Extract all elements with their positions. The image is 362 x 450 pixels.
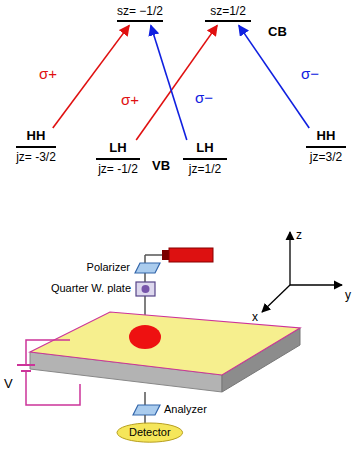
valence-level: LH jz= -1/2	[92, 140, 144, 176]
plate-mark	[142, 285, 150, 293]
battery-plate	[17, 364, 35, 366]
wire	[26, 371, 80, 405]
spin-label: jz= -1/2	[96, 162, 140, 176]
polarizer	[135, 263, 160, 273]
band-name: HH	[16, 128, 56, 144]
band-label: VB	[152, 158, 170, 174]
part-label: Quarter W. plate	[51, 282, 131, 295]
quarter-wave-plate	[136, 282, 155, 296]
conduction-level: sz=1/2	[201, 4, 255, 24]
spin-label: jz=1/2	[183, 162, 227, 176]
laser-cap	[162, 250, 169, 260]
valence-level: HH jz=3/2	[302, 128, 350, 164]
axis	[289, 232, 290, 285]
valence-level: HH jz= -3/2	[12, 128, 60, 164]
detector-label: Detector	[129, 426, 171, 439]
beam-line	[145, 254, 162, 256]
laser-spot	[129, 325, 161, 349]
band-name: LH	[96, 140, 140, 156]
energy-level-line	[205, 20, 251, 22]
conduction-level: sz= −1/2	[113, 4, 167, 24]
energy-level-line	[96, 158, 140, 160]
detector: Detector	[117, 423, 183, 442]
part-label: Polarizer	[87, 261, 130, 274]
voltage-label: V	[4, 376, 13, 392]
spin-label: sz=1/2	[205, 4, 251, 18]
transition-arrow	[53, 25, 129, 128]
laser	[169, 248, 213, 262]
polarization-label: σ+	[120, 92, 140, 109]
axis	[290, 284, 342, 285]
energy-level-line	[117, 20, 163, 22]
transition-arrow	[136, 25, 217, 140]
energy-level-line	[183, 158, 227, 160]
band-label: CB	[268, 24, 287, 40]
part-label: Analyzer	[164, 403, 207, 416]
slab-top	[30, 312, 300, 375]
polarization-label: σ−	[194, 90, 214, 107]
analyzer	[133, 405, 160, 415]
band-name: HH	[306, 128, 346, 144]
detector-body	[117, 423, 183, 442]
transition-arrow	[239, 25, 309, 128]
transition-arrow	[151, 25, 187, 140]
axis-label: x	[252, 310, 258, 324]
axis-label: z	[296, 228, 302, 242]
spin-label: jz=3/2	[306, 150, 346, 164]
energy-level-line	[306, 146, 346, 148]
beam-line	[144, 392, 146, 405]
polarization-label: σ−	[300, 66, 320, 83]
axis	[262, 285, 290, 312]
axis-label: y	[345, 288, 351, 302]
polarization-label: σ+	[38, 66, 58, 83]
energy-level-line	[16, 146, 56, 148]
valence-level: LH jz=1/2	[179, 140, 231, 176]
spin-label: jz= -3/2	[16, 150, 56, 164]
spin-label: sz= −1/2	[117, 4, 163, 18]
band-name: LH	[183, 140, 227, 156]
wire	[26, 340, 70, 365]
